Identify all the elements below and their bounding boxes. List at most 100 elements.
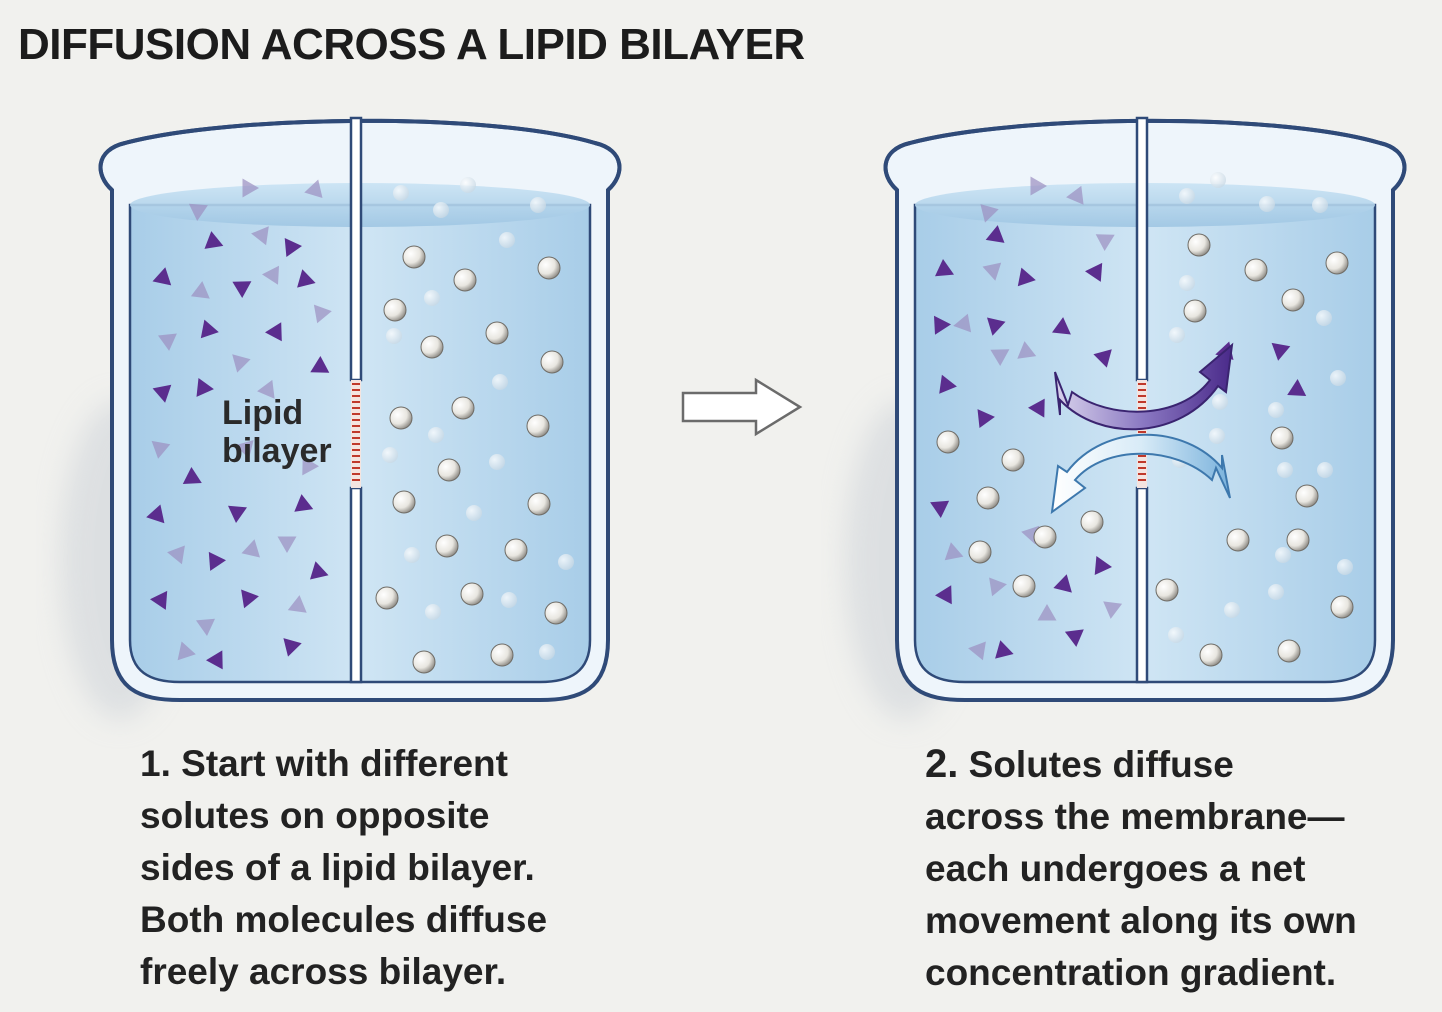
triangle-solute-icon [287,595,307,613]
sphere-solute-icon [499,232,515,248]
triangle-solute-icon [944,542,964,561]
triangle-solute-icon [1037,604,1057,621]
triangle-solute-icon [262,265,279,285]
sphere-solute-icon [386,328,402,344]
sphere-solute-icon [1316,310,1332,326]
triangle-solute-icon [1028,398,1045,418]
triangle-solute-icon [987,317,1006,336]
step-2-line-3: each undergoes a net [925,848,1306,889]
sphere-solute-icon [539,644,555,660]
sphere-solute-icon [1212,394,1228,410]
sphere-solute-icon [1312,197,1328,213]
triangle-solute-icon [934,315,951,335]
triangle-solute-icon [196,618,215,636]
triangle-solute-icon [146,504,165,524]
label-line-1: Lipid [222,394,304,432]
triangle-solute-icon [228,505,247,523]
sphere-solute-icon [1169,327,1185,343]
beaker-equilibrium [845,116,1407,720]
triangle-solute-icon [1066,185,1084,205]
sphere-solute-icon [420,335,444,359]
triangle-solute-icon [1052,317,1071,335]
triangle-solute-icon [200,319,219,339]
triangle-solute-icon [930,500,950,518]
sphere-solute-icon [1155,578,1179,602]
triangle-solute-icon [208,551,226,571]
sphere-solute-icon [1275,547,1291,563]
sphere-solute-icon [976,486,1000,510]
sphere-solute-icon [1270,426,1294,450]
triangle-solute-icon [968,641,986,661]
triangle-solute-icon [206,650,223,670]
triangle-solute-icon [242,178,259,198]
sphere-solute-icon [389,406,413,430]
triangle-solute-icon [257,379,275,399]
sphere-solute-icon [540,350,564,374]
sphere-solute-icon [383,298,407,322]
triangle-solute-icon [265,322,282,342]
triangle-solute-icon [277,536,297,553]
triangle-solute-icon [310,356,330,373]
triangle-solute-icon [980,204,999,223]
sphere-solute-icon [1259,196,1275,212]
sphere-solute-icon [936,430,960,454]
triangle-solute-icon [1103,601,1123,619]
step-1-number: 1. [140,743,171,784]
sphere-solute-icon [490,643,514,667]
step-1-line-5: freely across bilayer. [140,951,507,992]
sphere-solute-icon [425,604,441,620]
triangle-solute-icon [982,262,1002,281]
sphere-solute-icon [1001,448,1025,472]
sphere-solute-icon [393,185,409,201]
sphere-solute-icon [402,245,426,269]
triangle-solute-icon [304,179,323,198]
sphere-solute-icon [404,547,420,563]
sphere-solute-icon [1317,462,1333,478]
triangle-solute-icon [990,349,1010,366]
sphere-solute-icon [558,554,574,570]
step-1-line-3: sides of a lipid bilayer. [140,847,535,888]
sphere-solute-icon [1277,639,1301,663]
step-2-text-1: Solutes diffuse [968,744,1234,785]
triangle-solute-icon [150,590,168,610]
diagram-title: DIFFUSION ACROSS A LIPID BILAYER [18,20,805,69]
step-1-line-4: Both molecules diffuse [140,899,548,940]
triangle-solute-icon [1030,176,1047,196]
triangle-solute-icon [232,354,251,373]
sphere-solute-icon [1330,595,1354,619]
triangle-solute-icon [190,281,210,299]
triangle-solute-icon [989,577,1007,597]
step-1-text-1: Start with different [181,743,508,784]
triangle-solute-icon [152,384,172,403]
sphere-solute-icon [375,586,399,610]
triangle-solute-icon [313,304,332,324]
beaker-initial [60,116,622,720]
sphere-solute-icon [485,321,509,345]
triangle-solute-icon [1017,267,1036,287]
sphere-solute-icon [424,290,440,306]
lipid-bilayer-label: Lipid bilayer [222,394,332,470]
sphere-solute-icon [1330,370,1346,386]
triangle-solute-icon [204,231,224,249]
sphere-solute-icon [1337,559,1353,575]
sphere-solute-icon [382,447,398,463]
triangle-solute-icon [167,545,185,565]
sphere-solute-icon [453,268,477,292]
sphere-solute-icon [466,505,482,521]
sphere-solute-icon [428,427,444,443]
sphere-solute-icon [1210,172,1226,188]
sphere-solute-icon [968,540,992,564]
triangle-solute-icon [297,269,316,288]
sphere-solute-icon [537,256,561,280]
triangle-solute-icon [1271,342,1291,361]
triangle-solute-icon [151,440,171,459]
triangle-solute-icon [1085,262,1103,282]
transition-arrow [681,377,803,437]
sphere-solute-icon [1012,574,1036,598]
sphere-solute-icon [1226,528,1250,552]
triangle-solute-icon [294,494,314,512]
triangle-solute-icon [182,467,202,484]
sphere-solute-icon [1325,251,1349,275]
sphere-solute-icon [1080,510,1104,534]
